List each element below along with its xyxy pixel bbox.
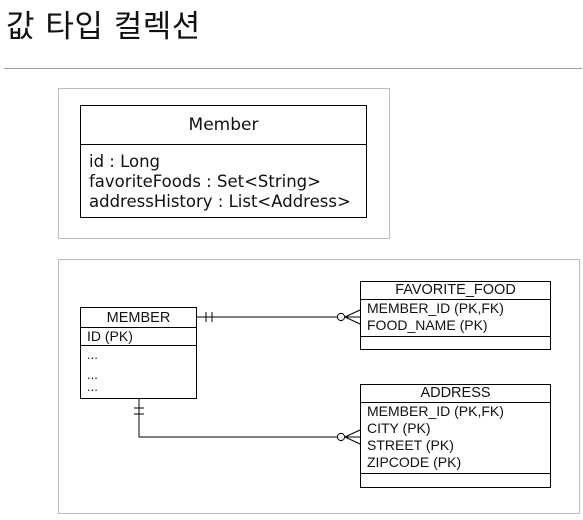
member-entity-name: MEMBER xyxy=(81,308,196,328)
address-attribute: CITY (PK) xyxy=(367,420,431,436)
class-diagram-panel xyxy=(58,88,390,239)
class-attribute-favorite-foods: favoriteFoods : Set<String> xyxy=(89,172,321,191)
member-entity-row: ... xyxy=(87,367,98,382)
favorite-food-attribute: FOOD_NAME (PK) xyxy=(367,317,488,333)
member-class-box: Member id : Long favoriteFoods : Set<Str… xyxy=(80,105,367,218)
address-attribute: STREET (PK) xyxy=(367,437,454,453)
address-entity-name: ADDRESS xyxy=(361,385,550,403)
favorite-food-entity: FAVORITE_FOOD MEMBER_ID (PK,FK) FOOD_NAM… xyxy=(360,281,551,350)
class-attribute-id: id : Long xyxy=(89,152,161,171)
member-entity-row: ... xyxy=(87,379,98,394)
class-attributes: id : Long favoriteFoods : Set<String> ad… xyxy=(81,145,366,212)
favorite-food-entity-name: FAVORITE_FOOD xyxy=(361,282,550,300)
favorite-food-divider xyxy=(361,336,550,337)
page-title: 값 타입 컬렉션 xyxy=(6,9,201,45)
member-entity: MEMBER ID (PK) ... ... ... xyxy=(80,307,197,399)
address-entity: ADDRESS MEMBER_ID (PK,FK) CITY (PK) STRE… xyxy=(360,384,551,488)
address-divider xyxy=(361,473,550,474)
title-divider xyxy=(4,68,582,69)
favorite-food-attribute: MEMBER_ID (PK,FK) xyxy=(367,300,504,316)
member-entity-row: ... xyxy=(87,347,98,362)
class-attribute-address-history: addressHistory : List<Address> xyxy=(89,192,351,211)
address-attribute: MEMBER_ID (PK,FK) xyxy=(367,403,504,419)
member-address-relation xyxy=(134,399,361,445)
address-attribute: ZIPCODE (PK) xyxy=(367,454,462,470)
erd-panel xyxy=(58,259,580,514)
class-name: Member xyxy=(81,106,366,145)
member-entity-pk: ID (PK) xyxy=(81,328,196,346)
member-favorite-food-relation xyxy=(197,309,361,325)
